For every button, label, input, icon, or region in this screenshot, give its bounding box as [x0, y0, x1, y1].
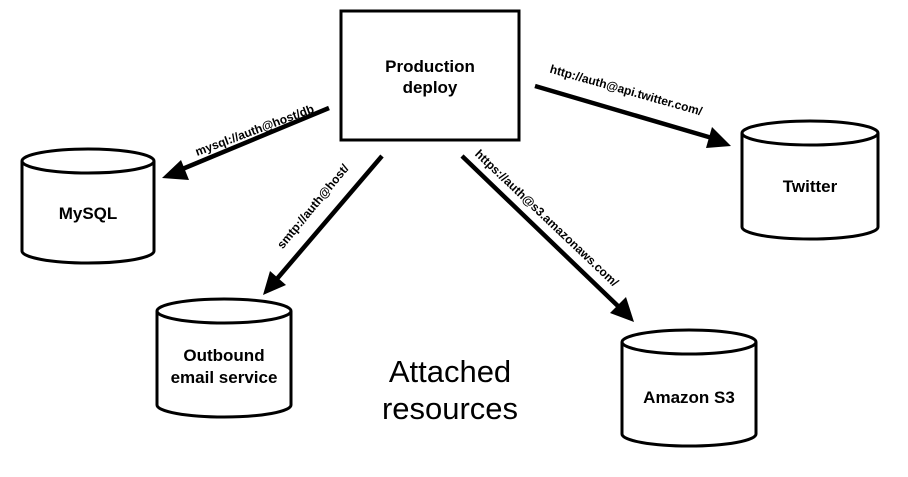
mysql-label: MySQL — [59, 204, 118, 223]
edge-twitter-arrowhead — [706, 127, 731, 148]
amazon-s3-node: Amazon S3 — [620, 328, 758, 448]
edge-mysql-label: mysql://auth@host/db — [193, 102, 316, 159]
edge-production-mysql: mysql://auth@host/db — [162, 102, 330, 180]
edge-twitter-label: http://auth@api.twitter.com/ — [548, 62, 704, 119]
edge-mysql-line — [179, 105, 330, 173]
edge-s3-line — [460, 154, 622, 310]
edge-email-line — [274, 154, 384, 282]
email-service-node: Outbound email service — [155, 297, 293, 419]
edge-email-arrowhead — [263, 271, 286, 295]
twitter-cylinder-body — [740, 133, 880, 241]
caption-line-2: resources — [382, 391, 518, 426]
edge-s3-label: https://auth@s3.amazonaws.com/ — [472, 147, 622, 290]
production-label-line-1: Production — [385, 57, 475, 76]
email-label-line-2: email service — [171, 368, 278, 387]
twitter-node: Twitter — [740, 119, 880, 241]
edge-production-twitter: http://auth@api.twitter.com/ — [534, 62, 731, 148]
s3-label: Amazon S3 — [643, 388, 735, 407]
production-box-shape — [339, 9, 521, 142]
email-label-line-1: Outbound — [183, 346, 264, 365]
edge-mysql-arrowhead — [162, 160, 189, 180]
production-label-line-2: deploy — [403, 78, 458, 97]
diagram-caption: Attached resources — [382, 354, 518, 426]
edge-twitter-line — [534, 83, 713, 141]
email-cylinder-body — [155, 311, 293, 419]
edge-production-email: smtp://auth@host/ — [263, 154, 384, 295]
mysql-cylinder-top — [20, 147, 156, 175]
caption-line-1: Attached — [389, 354, 511, 389]
twitter-cylinder-top — [740, 119, 880, 147]
email-cylinder-top — [155, 297, 293, 325]
s3-cylinder-top — [620, 328, 758, 356]
edge-production-s3: https://auth@s3.amazonaws.com/ — [460, 147, 634, 322]
mysql-cylinder-body — [20, 161, 156, 265]
mysql-node: MySQL — [20, 147, 156, 265]
s3-cylinder-body — [620, 342, 758, 448]
edge-s3-arrowhead — [610, 297, 634, 322]
twitter-label: Twitter — [783, 177, 838, 196]
production-deploy-node: Production deploy — [339, 9, 521, 142]
